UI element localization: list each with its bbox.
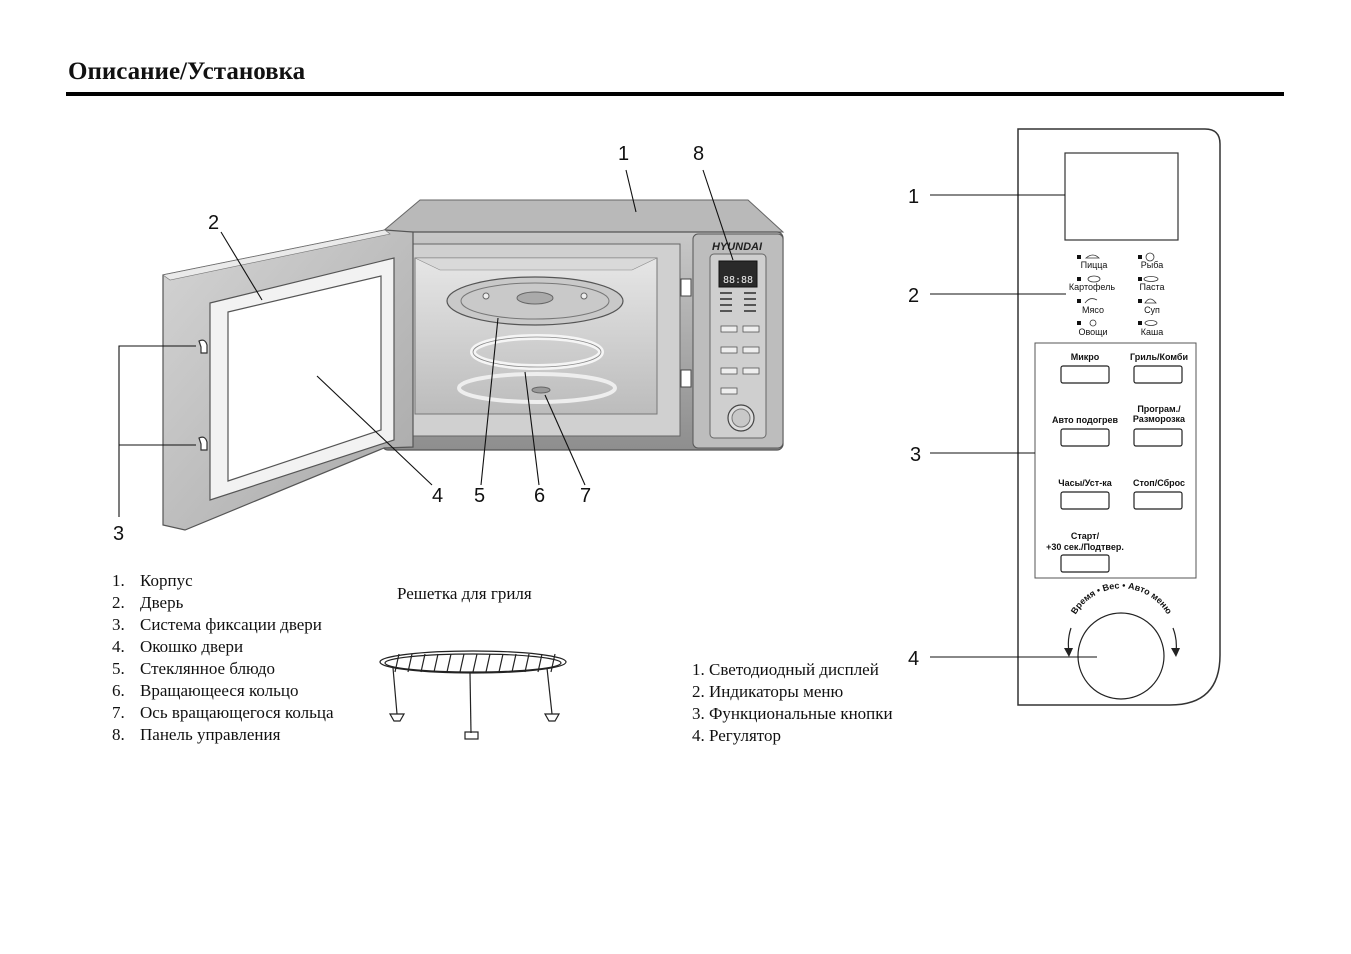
led-display-box: [1064, 152, 1179, 241]
microwave-leaders: [118, 169, 734, 517]
rack-bar: [407, 653, 413, 673]
rack-bar: [459, 653, 465, 673]
rack-bar: [550, 653, 556, 673]
list-item: 4. Регулятор: [692, 726, 782, 745]
stop-reset-button[interactable]: [1133, 491, 1183, 510]
list-item: 3. Функциональные кнопки: [692, 704, 893, 723]
program-defrost-button[interactable]: [1133, 428, 1183, 447]
start-button-label: Старт/: [1071, 531, 1100, 541]
title-rule: [66, 92, 1284, 96]
clock-button[interactable]: [1060, 491, 1110, 510]
grill-combi-button[interactable]: [1133, 365, 1183, 384]
program-button-label: Програм./: [1137, 404, 1181, 414]
menu-porridge-label: Каша: [1141, 327, 1163, 337]
list-item: 1.Корпус: [112, 571, 193, 590]
rack-bar: [524, 653, 530, 673]
menu-potato-label: Картофель: [1069, 282, 1115, 292]
menu-vegetables-label: Овощи: [1078, 327, 1107, 337]
rack-bar: [446, 653, 452, 673]
auto-reheat-button[interactable]: [1060, 428, 1110, 447]
list-item: 1. Светодиодный дисплей: [692, 660, 879, 679]
microwave-drawing: HYUNDAI 88:88: [162, 199, 785, 531]
panel-leaders: [930, 194, 1097, 658]
list-item: 2.Дверь: [112, 593, 184, 612]
callout-1: 1: [618, 143, 629, 165]
callout-6: 6: [534, 485, 545, 507]
auto-reheat-button-label: Авто подогрев: [1052, 415, 1118, 425]
callout-2: 2: [208, 212, 219, 234]
list-item: 5.Стеклянное блюдо: [112, 659, 276, 678]
list-item: 4.Окошко двери: [112, 637, 244, 656]
list-item: 2. Индикаторы меню: [692, 682, 844, 701]
rack-bar: [394, 653, 400, 673]
rack-bar: [485, 653, 491, 673]
plus30-button-label: +30 сек./Подтвер.: [1046, 542, 1124, 552]
callout-3: 3: [113, 523, 124, 545]
callout-7: 7: [580, 485, 591, 507]
grill-rack-caption: Решетка для гриля: [397, 584, 532, 603]
rack-bar: [537, 653, 543, 673]
rack-bar: [511, 653, 517, 673]
callout-4: 4: [432, 485, 443, 507]
rack-bar: [498, 653, 504, 673]
panel-callout-4: 4: [908, 648, 919, 670]
menu-pizza-label: Пицца: [1081, 260, 1108, 270]
callout-8: 8: [693, 143, 704, 165]
panel-callout-3: 3: [910, 444, 921, 466]
list-item: 6.Вращающееся кольцо: [112, 681, 299, 700]
menu-meat-label: Мясо: [1082, 305, 1104, 315]
stop-reset-button-label: Стоп/Сброс: [1133, 478, 1185, 488]
grill-combi-button-label: Гриль/Комби: [1130, 352, 1188, 362]
panel-callout-2: 2: [908, 285, 919, 307]
start-confirm-button[interactable]: [1060, 554, 1110, 573]
panel-callout-1: 1: [908, 186, 919, 208]
menu-soup-label: Суп: [1144, 305, 1160, 315]
defrost-button-label: Разморозка: [1133, 414, 1186, 424]
menu-fish-label: Рыба: [1141, 260, 1163, 270]
micro-button[interactable]: [1060, 365, 1110, 384]
brand-logo: HYUNDAI: [712, 241, 763, 253]
grill-rack-drawing: [379, 650, 567, 740]
callout-5: 5: [474, 485, 485, 507]
parts-list: 1.Корпус 2.Дверь 3.Система фиксации двер…: [112, 570, 334, 746]
micro-button-label: Микро: [1071, 352, 1100, 362]
page-title: Описание/Установка: [68, 58, 306, 85]
rack-bar: [472, 653, 478, 673]
list-item: 3.Система фиксации двери: [112, 615, 322, 634]
control-panel-drawing: Пицца Рыба Картофель Паста Мясо Суп Овощ…: [1017, 128, 1221, 706]
panel-list: 1. Светодиодный дисплей 2. Индикаторы ме…: [692, 659, 893, 747]
dial-knob[interactable]: [1077, 612, 1165, 700]
rack-bar: [433, 653, 439, 673]
list-item: 7.Ось вращающегося кольца: [112, 703, 334, 722]
led-display-readout: 88:88: [723, 275, 753, 286]
clock-button-label: Часы/Уст-ка: [1058, 478, 1112, 488]
rack-bar: [420, 653, 426, 673]
list-item: 8.Панель управления: [112, 725, 281, 744]
menu-pasta-label: Паста: [1139, 282, 1164, 292]
